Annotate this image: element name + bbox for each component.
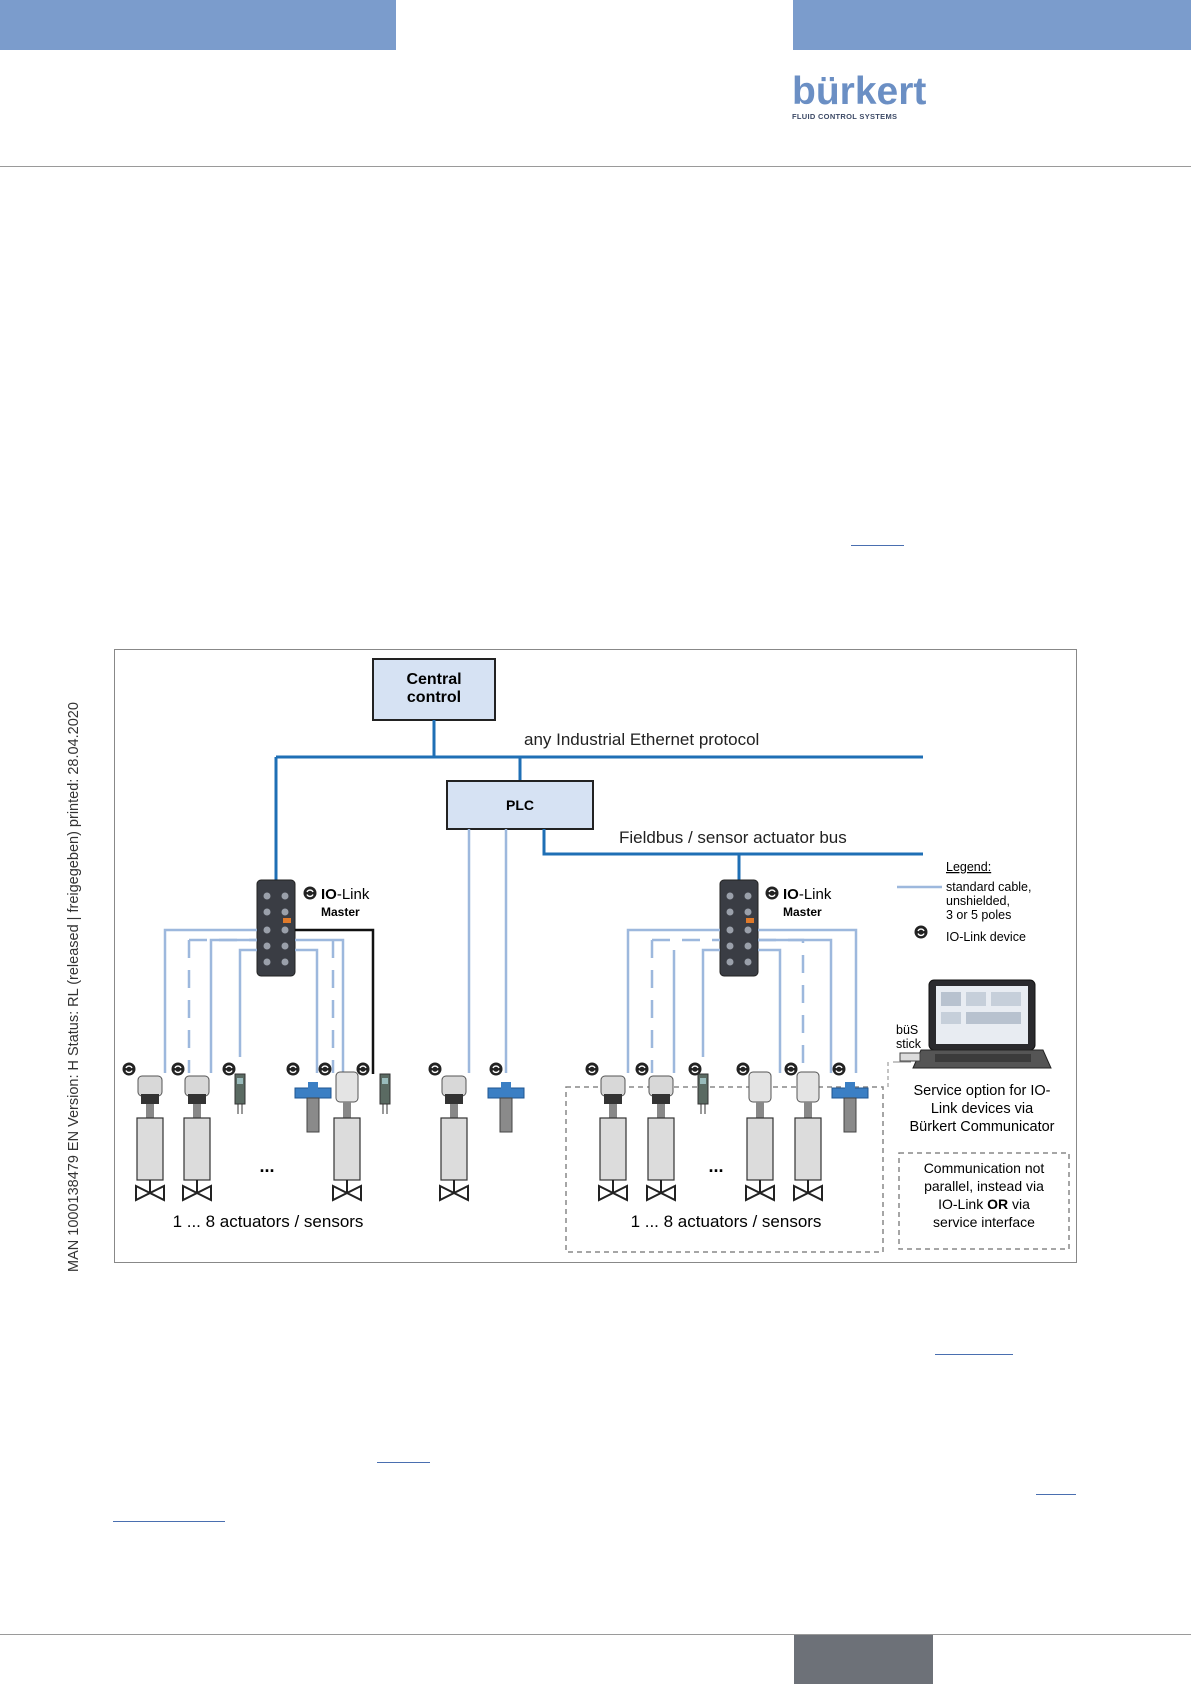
laptop-communicator (912, 979, 1052, 1069)
fieldbus-label: Fieldbus / sensor actuator bus (619, 828, 847, 847)
header-bar-left (0, 0, 396, 50)
bus-stick-label-2: stick (896, 1037, 922, 1051)
page-number-box (794, 1635, 933, 1684)
service-option-line-2: Link devices via (931, 1101, 1034, 1117)
io-link-icon (170, 1061, 186, 1077)
cross-reference-link-2[interactable] (935, 1354, 1013, 1355)
io-link-icon (355, 1061, 371, 1077)
communication-note-frame (898, 1152, 1070, 1250)
master-left-title: Master (321, 905, 360, 919)
central-control-label-2: control (407, 689, 461, 706)
io-link-icon (302, 885, 318, 901)
communication-line-3: IO-Link OR via (938, 1196, 1030, 1212)
sensor-device (697, 1073, 709, 1115)
actuator-valve (646, 1075, 676, 1201)
io-link-icon (584, 1061, 600, 1077)
bus-stick-device (899, 1052, 921, 1062)
actuator-valve (439, 1075, 469, 1201)
flow-sensor (831, 1081, 869, 1133)
cross-reference-link-3[interactable] (377, 1462, 430, 1463)
central-control-label-1: Central (406, 671, 461, 688)
io-link-icon (221, 1061, 237, 1077)
actuator-valve (598, 1075, 628, 1201)
left-master-cables (163, 928, 345, 1073)
master-left-io-label: IO-Link (321, 886, 370, 903)
bus-stick-label-1: büS (896, 1023, 918, 1037)
legend-device-label: IO-Link device (946, 930, 1026, 944)
legend-cable-line-1: standard cable, (946, 880, 1031, 894)
actuator-valve (793, 1071, 823, 1201)
left-master-black-cable (295, 928, 375, 1074)
ethernet-bus-lines (274, 720, 923, 880)
buerkert-logo: bürkert FLUID CONTROL SYSTEMS (792, 70, 927, 121)
io-link-icon (634, 1061, 650, 1077)
io-link-master-right (719, 879, 759, 977)
service-option-line-1: Service option for IO- (914, 1083, 1051, 1099)
header-divider (0, 166, 1191, 167)
actuator-valve (182, 1075, 212, 1201)
header-bar-right (793, 0, 1191, 50)
service-option-line-3: Bürkert Communicator (909, 1119, 1054, 1135)
io-link-icon (488, 1061, 504, 1077)
ethernet-protocol-label: any Industrial Ethernet protocol (524, 730, 759, 749)
legend-title: Legend: (946, 860, 991, 874)
plc-direct-cables (467, 829, 508, 1073)
flow-sensor (294, 1081, 332, 1133)
logo-wordmark: bürkert (792, 70, 927, 113)
logo-tagline: FLUID CONTROL SYSTEMS (792, 112, 898, 121)
central-control-box: Central control (372, 658, 496, 721)
footer-divider (0, 1634, 1191, 1635)
io-link-icon (831, 1061, 847, 1077)
sensor-device (234, 1073, 246, 1115)
actuator-valve (332, 1071, 362, 1201)
io-link-icon (121, 1061, 137, 1077)
legend-cable-line-3: 3 or 5 poles (946, 908, 1011, 922)
actuator-valve (135, 1075, 165, 1201)
communication-line-2: parallel, instead via (924, 1178, 1044, 1194)
io-link-icon (913, 924, 929, 940)
right-group-frame (565, 1086, 884, 1253)
diagram-canvas: Central control any Industrial Ethernet … (121, 658, 1070, 1253)
io-link-icon (317, 1061, 333, 1077)
io-link-icon (735, 1061, 751, 1077)
legend: Legend: standard cable, unshielded, 3 or… (897, 860, 1031, 944)
io-link-system-diagram: Central control any Industrial Ethernet … (114, 649, 1077, 1263)
plc-label: PLC (506, 797, 534, 813)
flow-sensor (487, 1081, 525, 1133)
sensor-device (379, 1073, 391, 1115)
communication-line-4: service interface (933, 1214, 1035, 1230)
right-group-label: 1 ... 8 actuators / sensors (631, 1212, 822, 1231)
io-link-icon (783, 1061, 799, 1077)
communication-line-1: Communication not (924, 1160, 1045, 1176)
right-group-ellipsis: ... (708, 1156, 723, 1176)
plc-box: PLC (446, 780, 594, 830)
left-group-label: 1 ... 8 actuators / sensors (173, 1212, 364, 1231)
io-link-icon (764, 885, 780, 901)
cross-reference-link-5[interactable] (113, 1521, 225, 1522)
left-group-ellipsis: ... (259, 1156, 274, 1176)
cross-reference-link-1[interactable] (851, 545, 904, 546)
io-link-icon (285, 1061, 301, 1077)
right-master-cables (626, 928, 858, 1073)
master-right-io-label: IO-Link (783, 886, 832, 903)
master-right-title: Master (783, 905, 822, 919)
actuator-valve (745, 1071, 775, 1201)
legend-cable-line-2: unshielded, (946, 894, 1010, 908)
io-link-master-left (256, 879, 296, 977)
io-link-icon (427, 1061, 443, 1077)
fieldbus-lines (542, 829, 923, 880)
document-status-line: MAN 1000138479 EN Version: H Status: RL … (66, 702, 82, 1272)
cross-reference-link-4[interactable] (1036, 1494, 1076, 1495)
